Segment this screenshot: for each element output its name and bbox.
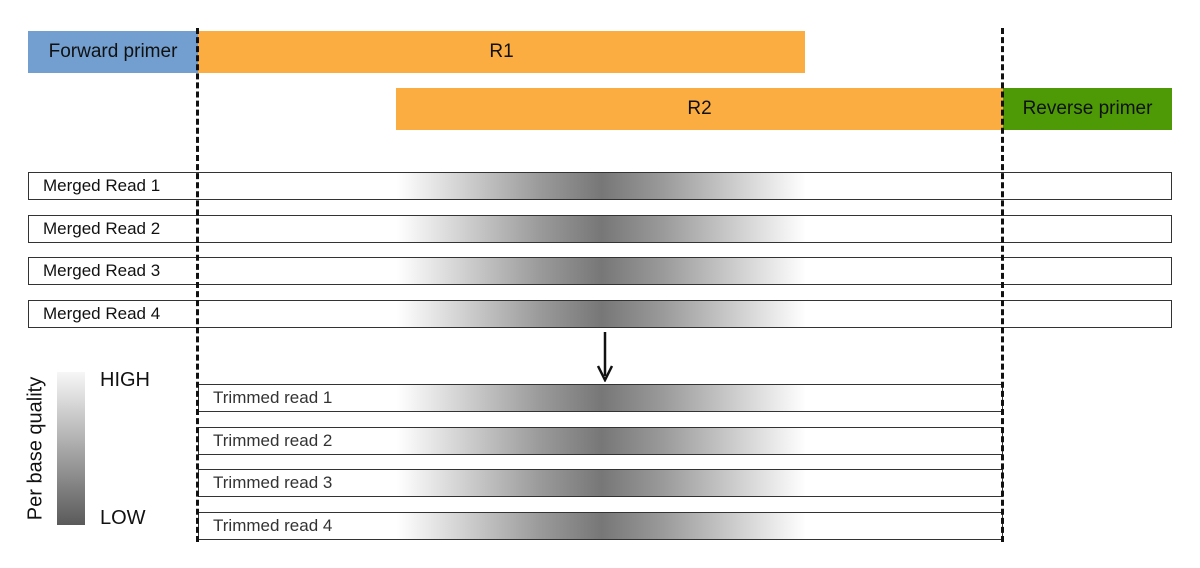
merged-read: Merged Read 2 (28, 215, 1172, 243)
r2-label: R2 (687, 98, 712, 119)
forward-primer-block: Forward primer (28, 31, 198, 73)
merged-read-label: Merged Read 4 (43, 304, 161, 323)
trimmed-read: Trimmed read 3 (198, 469, 1003, 497)
trimmed-read-label: Trimmed read 3 (213, 473, 333, 492)
trimmed-read: Trimmed read 2 (198, 427, 1003, 455)
down-arrow-icon (596, 332, 614, 382)
trimmed-read: Trimmed read 1 (198, 384, 1003, 412)
trimmed-read-label: Trimmed read 4 (213, 516, 333, 535)
trimmed-read-label: Trimmed read 2 (213, 431, 333, 450)
r2-block: R2 (396, 88, 1003, 130)
right-trim-boundary (1001, 28, 1004, 542)
reverse-primer-block: Reverse primer (1003, 88, 1172, 130)
quality-high-label: HIGH (100, 369, 150, 391)
merged-read-label: Merged Read 2 (43, 219, 161, 238)
r1-block: R1 (198, 31, 805, 73)
trimmed-read: Trimmed read 4 (198, 512, 1003, 540)
r1-label: R1 (489, 41, 514, 62)
merged-read-label: Merged Read 1 (43, 176, 161, 195)
quality-legend-bar (57, 372, 85, 525)
quality-legend-title: Per base quality (24, 376, 47, 521)
merged-read-label: Merged Read 3 (43, 261, 161, 280)
trimmed-read-label: Trimmed read 1 (213, 388, 333, 407)
quality-low-label: LOW (100, 507, 146, 529)
merged-read: Merged Read 4 (28, 300, 1172, 328)
merged-read: Merged Read 1 (28, 172, 1172, 200)
forward-primer-label: Forward primer (48, 41, 178, 62)
merged-read: Merged Read 3 (28, 257, 1172, 285)
reverse-primer-label: Reverse primer (1022, 98, 1153, 119)
left-trim-boundary (196, 28, 199, 542)
